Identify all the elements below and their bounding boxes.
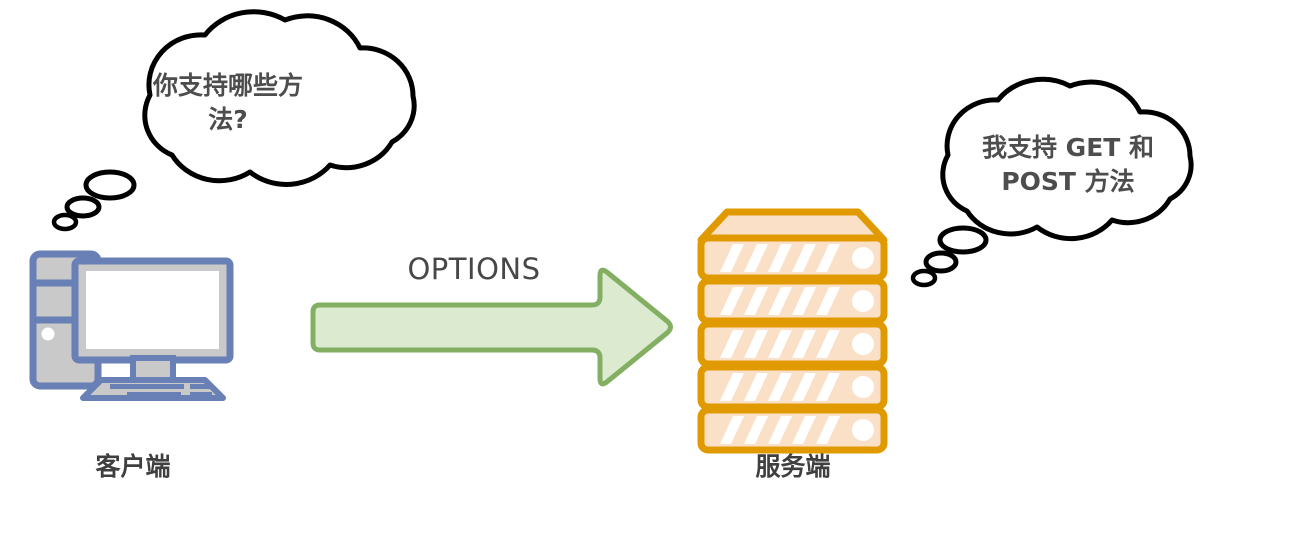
thought-bubble-right-tail-dot-3 [910, 268, 938, 288]
thought-bubble-left-line-1: 你支持哪些方 [152, 71, 303, 100]
server-tier-5-led [852, 419, 874, 441]
thought-bubble-left-tail-dot-3 [51, 212, 79, 232]
server-tier-2-led [852, 290, 874, 312]
server-tier-2 [697, 277, 888, 325]
server-tier-4 [697, 363, 888, 411]
thought-bubble-right-tail-dot-1 [937, 225, 989, 255]
computer-keyboard-row-1 [110, 384, 184, 389]
server-tier-3-slashes [720, 330, 840, 358]
server-tier-5 [697, 406, 888, 454]
server-tier-4-slashes [720, 373, 840, 401]
computer-keyboard-row-2 [190, 384, 212, 389]
client-label: 客户端 [95, 452, 170, 481]
right-arrow-icon: OPTIONS [310, 252, 673, 387]
desktop-computer-icon [29, 250, 234, 401]
server-tier-2-slashes [720, 287, 840, 315]
server-label: 服务端 [755, 452, 830, 481]
arrow-label: OPTIONS [407, 252, 540, 286]
server-tier-1-slashes [720, 244, 840, 272]
thought-bubble-right: 我支持 GET 和 POST 方法 [910, 76, 1194, 288]
computer-keyboard-spacebar [127, 392, 181, 397]
thought-bubble-right-line-2: POST 方法 [1001, 167, 1134, 196]
server-tier-3-led [852, 333, 874, 355]
server-tier-5-slashes [720, 416, 840, 444]
server-tier-1-led [852, 247, 874, 269]
computer-monitor-neck [130, 355, 176, 383]
server-tier-1 [697, 234, 888, 282]
thought-bubble-left: 你支持哪些方 法? [51, 9, 417, 232]
computer-keyboard-row-3 [190, 392, 212, 397]
thought-bubble-left-cloud [142, 9, 417, 187]
thought-bubble-right-line-1: 我支持 GET 和 [982, 133, 1154, 162]
server-rack-icon [697, 208, 888, 454]
computer-monitor-screen [86, 271, 219, 349]
server-tier-4-led [852, 376, 874, 398]
computer-power-button [41, 327, 55, 341]
right-arrow-shape [310, 267, 673, 387]
thought-bubble-left-tail-dot-2 [64, 195, 102, 219]
thought-bubble-left-line-2: 法? [208, 105, 248, 134]
thought-bubble-right-cloud [940, 76, 1194, 242]
thought-bubble-left-tail-dot-1 [83, 169, 137, 201]
thought-bubble-right-tail-dot-2 [923, 250, 959, 274]
server-tier-3 [697, 320, 888, 368]
